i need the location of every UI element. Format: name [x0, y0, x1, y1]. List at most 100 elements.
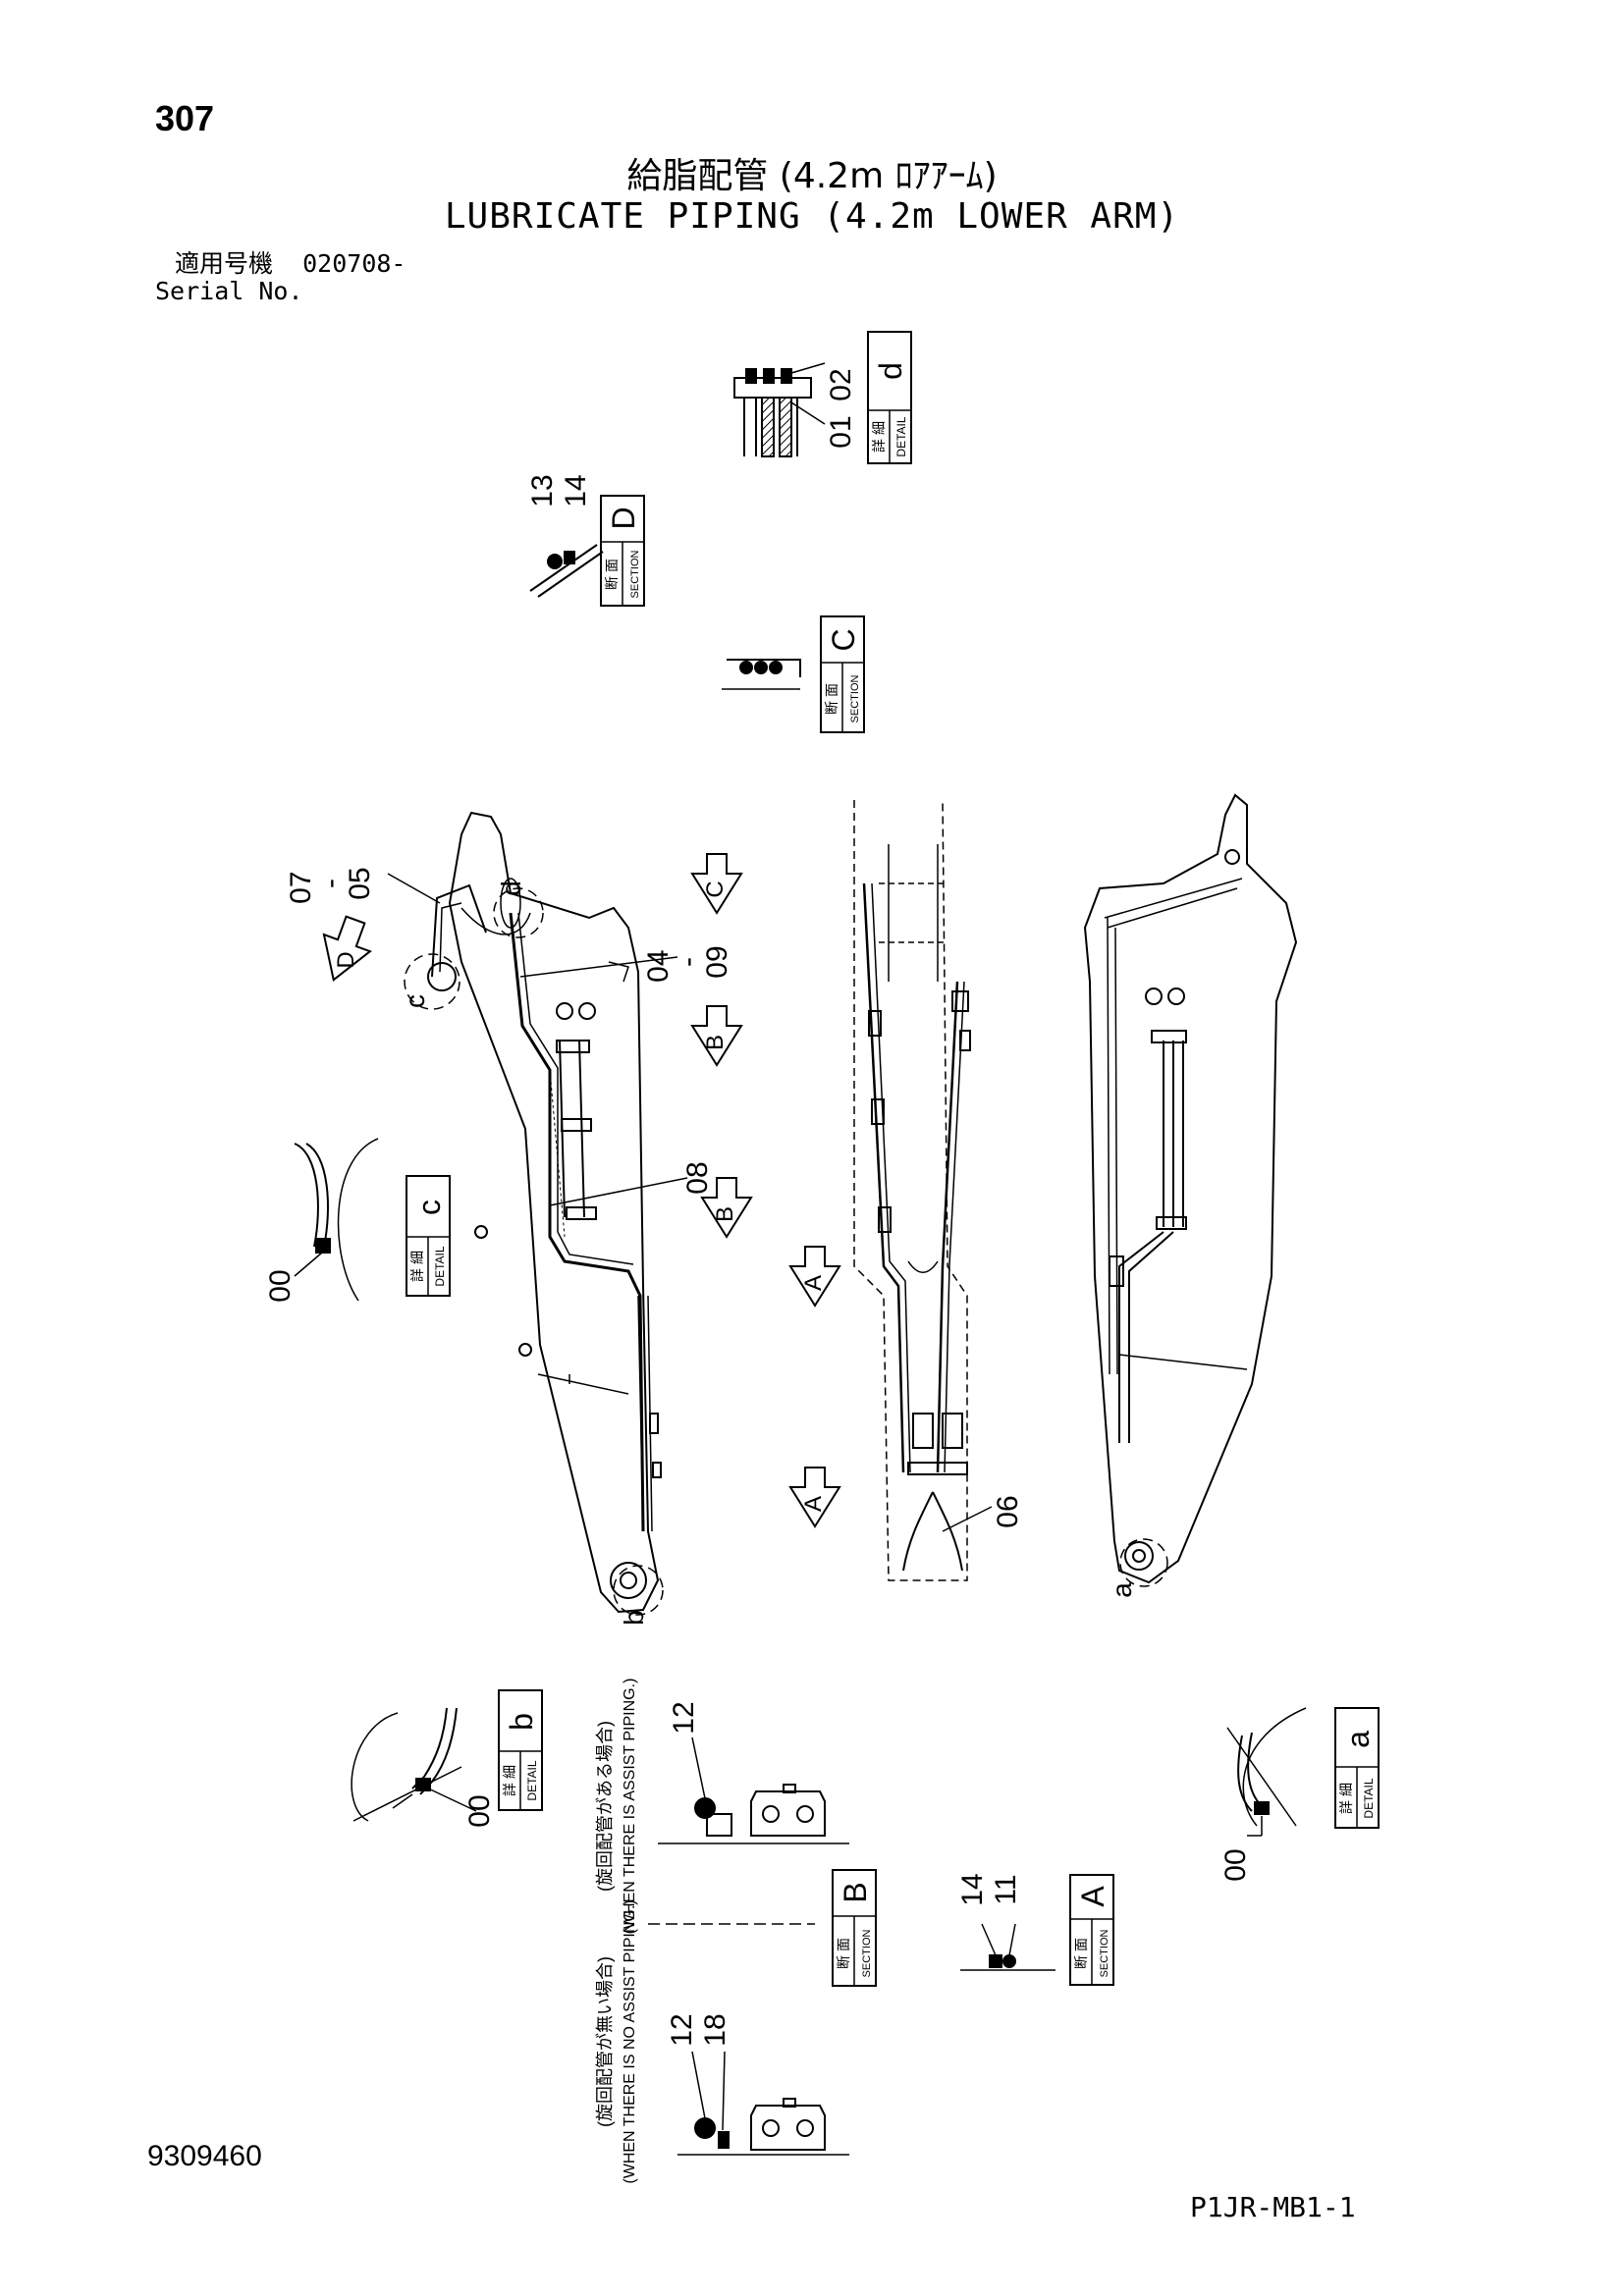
section-c-label-box: C 断 面 SECTION — [820, 615, 865, 733]
section-b-no-assist-part-labels: 12 18 — [666, 2013, 731, 2046]
section-label-en: SECTION — [1099, 1930, 1110, 1978]
serial-label-jp: 適用号機 — [175, 249, 274, 278]
detail-c-label-box: c 詳 細 DETAIL — [406, 1175, 451, 1297]
section-label-en: SECTION — [861, 1930, 873, 1978]
drawing-number: 9309460 — [147, 2140, 262, 2172]
detail-label-en: DETAIL — [525, 1760, 539, 1800]
section-a-letter: A — [1075, 1886, 1110, 1907]
view-arrow-a-lower: A — [788, 1467, 841, 1528]
part-number-line: 09 — [701, 945, 733, 978]
section-a-part-labels: 14 11 — [956, 1873, 1022, 1905]
arm-right-marks: a — [1107, 1582, 1137, 1598]
view-arrow-c: C — [690, 853, 743, 915]
detail-label-jp: 詳 細 — [871, 421, 887, 453]
detail-label-jp: 詳 細 — [1338, 1783, 1354, 1814]
part-number-07-05-text: 07 — [285, 871, 317, 903]
view-arrow-a-lower-letter: A — [800, 1496, 827, 1512]
view-arrow-c-letter: C — [702, 881, 729, 897]
part-number-04-09: 04 -09 — [642, 941, 733, 983]
arm-side-view-left — [404, 811, 664, 1616]
detail-a-part-labels: 00 — [1219, 1848, 1252, 1881]
section-b-view-assist — [658, 1736, 849, 1844]
section-label-jp: 断 面 — [824, 683, 839, 715]
detail-label-jp: 詳 細 — [502, 1765, 517, 1796]
view-arrow-d-letter: D — [333, 951, 359, 968]
section-d-view — [529, 544, 604, 598]
arm-left-part-labels: 07 -05 04 -09 08 d c b — [285, 863, 733, 1626]
serial-number-block: 適用号機 020708- Serial No. — [155, 250, 406, 305]
section-b-letter: B — [838, 1882, 873, 1902]
detail-a-view — [1226, 1707, 1307, 1837]
sheet-code: P1JR-MB1-1 — [1190, 2191, 1356, 2223]
detail-a-label-box: a 詳 細 DETAIL — [1334, 1707, 1380, 1829]
view-arrow-b-upper-letter: B — [702, 1035, 729, 1050]
detail-d-part-labels: 02 01 — [825, 368, 857, 448]
part-number-00-a: 00 — [1219, 1848, 1252, 1881]
part-number-12-bottom: 12 — [666, 2013, 698, 2046]
part-number-line: 05 — [344, 867, 376, 899]
mark-c: c — [400, 994, 430, 1008]
section-label-jp: 断 面 — [836, 1938, 851, 1969]
section-a-view — [960, 1923, 1056, 1971]
section-label-en: SECTION — [629, 551, 641, 599]
detail-b-view — [351, 1707, 462, 1822]
part-number-13: 13 — [526, 474, 559, 507]
detail-label-en: DETAIL — [894, 416, 908, 456]
detail-b-label-box: b 詳 細 DETAIL — [498, 1689, 543, 1811]
section-b-view-no-assist — [677, 2051, 849, 2156]
mark-a: a — [1107, 1582, 1137, 1598]
detail-label-en: DETAIL — [1362, 1778, 1376, 1818]
view-arrow-b-lower-letter: B — [712, 1206, 738, 1222]
section-b-label-box: B 断 面 SECTION — [832, 1869, 877, 1987]
page-number: 307 — [155, 98, 215, 138]
section-d-part-labels: 13 14 — [526, 474, 592, 507]
arm-top-part-labels: 06 — [942, 1495, 1024, 1532]
part-number-02: 02 — [825, 368, 857, 400]
section-label-en: SECTION — [849, 675, 861, 723]
view-arrow-a-upper-letter: A — [800, 1275, 827, 1291]
part-number-06: 06 — [992, 1495, 1024, 1527]
title-japanese: 給脂配管 (4.2m ﾛｱｱｰﾑ) — [626, 156, 998, 196]
title-english: LUBRICATE PIPING (4.2m LOWER ARM) — [444, 196, 1180, 237]
mark-b: b — [619, 1610, 649, 1626]
part-number-00-b: 00 — [463, 1794, 496, 1827]
part-number-07-05: 07 -05 — [285, 863, 376, 904]
part-number-04-09-text: 04 — [642, 949, 675, 982]
part-number-line: - — [314, 879, 347, 888]
note-assist-no-en: (WHEN THERE IS NO ASSIST PIPING.) — [622, 1899, 638, 2183]
part-number-14: 14 — [560, 474, 592, 507]
detail-d-view — [733, 362, 826, 457]
part-number-14-a: 14 — [956, 1873, 989, 1905]
serial-value: 020708- — [302, 249, 406, 278]
detail-b-part-labels: 00 — [423, 1786, 496, 1828]
view-arrow-a-upper: A — [788, 1246, 841, 1308]
detail-c-letter: c — [411, 1200, 447, 1215]
detail-b-letter: b — [504, 1713, 539, 1731]
note-assist-no-jp: (旋回配管が無い場合) — [595, 1956, 615, 2127]
section-d-label-box: D 断 面 SECTION — [600, 495, 645, 607]
detail-label-jp: 詳 細 — [409, 1251, 425, 1282]
view-arrow-d: D — [322, 915, 372, 982]
detail-c-part-labels: 00 — [264, 1269, 297, 1302]
detail-d-letter: d — [873, 362, 908, 380]
note-assist-yes-jp: (旋回配管がある場合) — [595, 1721, 615, 1892]
part-number-11: 11 — [990, 1874, 1022, 1904]
part-number-12-top: 12 — [668, 1701, 700, 1734]
part-number-01: 01 — [825, 415, 857, 448]
arm-top-view-center — [853, 799, 971, 1581]
serial-label-en: Serial No. — [155, 277, 303, 305]
detail-a-letter: a — [1340, 1731, 1376, 1748]
section-b-notes: (旋回配管がある場合) (WHEN THERE IS ASSIST PIPING… — [595, 1679, 638, 2184]
view-arrow-b-lower: B — [700, 1177, 753, 1239]
part-number-line: - — [672, 957, 704, 967]
section-b-assist-part-labels: 12 — [668, 1701, 700, 1734]
section-d-letter: D — [606, 507, 641, 529]
section-label-jp: 断 面 — [1073, 1938, 1089, 1969]
section-a-label-box: A 断 面 SECTION — [1069, 1874, 1114, 1986]
part-number-00-c: 00 — [264, 1269, 297, 1302]
section-label-jp: 断 面 — [604, 559, 620, 590]
part-number-18: 18 — [699, 2013, 731, 2046]
view-arrow-b-upper: B — [690, 1005, 743, 1067]
detail-d-label-box: d 詳 細 DETAIL — [867, 331, 912, 464]
